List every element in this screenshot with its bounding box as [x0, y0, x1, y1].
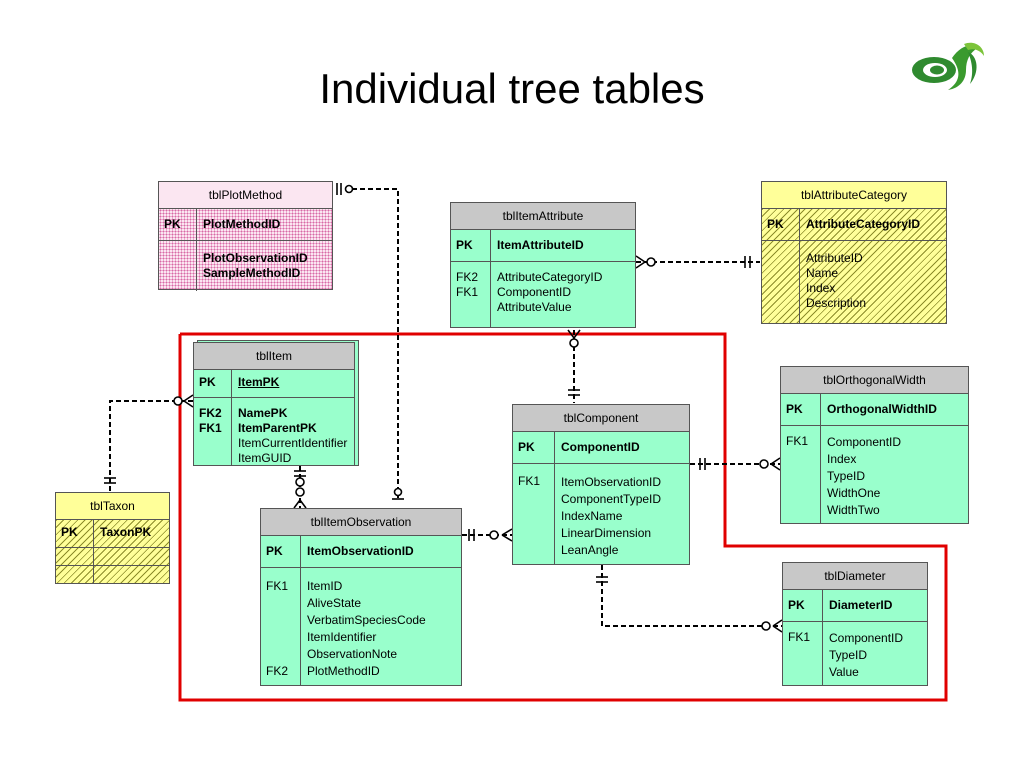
- pk-field: PlotMethodID: [203, 217, 281, 231]
- table-tblorthogonalwidth: tblOrthogonalWidth PK OrthogonalWidthID …: [780, 366, 969, 524]
- field: WidthOne: [827, 486, 881, 500]
- table-tblattributecategory: tblAttributeCategory PK AttributeCategor…: [761, 181, 947, 324]
- field: ComponentTypeID: [561, 492, 662, 506]
- pk-label: PK: [159, 209, 197, 240]
- pk-field: ItemObservationID: [307, 544, 414, 558]
- field: ItemID: [307, 579, 343, 593]
- key: FK1: [518, 474, 541, 488]
- field: ItemObservationID: [561, 475, 662, 489]
- pk-field: AttributeCategoryID: [806, 217, 921, 231]
- field: ComponentID: [829, 631, 904, 645]
- table-name: tblTaxon: [56, 493, 169, 520]
- key: FK1: [456, 285, 479, 299]
- pk-label: PK: [781, 394, 821, 425]
- field: Value: [829, 665, 859, 679]
- field: ItemParentPK: [238, 421, 317, 435]
- field: Index: [806, 281, 836, 295]
- pk-label: PK: [261, 536, 301, 567]
- field: AttributeValue: [497, 300, 572, 314]
- table-tblitemobservation: tblItemObservation PK ItemObservationID …: [260, 508, 462, 686]
- table-name: tblComponent: [513, 405, 689, 432]
- field: WidthTwo: [827, 503, 880, 517]
- table-tbltaxon: tblTaxon PK TaxonPK: [55, 492, 170, 584]
- field: AttributeID: [806, 251, 863, 265]
- field: IndexName: [561, 509, 623, 523]
- table-name: tblItemAttribute: [451, 203, 635, 230]
- slide-title: Individual tree tables: [319, 65, 705, 112]
- field: Name: [806, 266, 839, 280]
- pk-field: TaxonPK: [100, 525, 152, 539]
- leaf-logo-icon: [912, 42, 984, 90]
- pk-label: PK: [451, 230, 491, 261]
- key: FK2: [199, 406, 222, 420]
- pk-field: ItemPK: [238, 375, 280, 389]
- key: FK1: [266, 579, 289, 593]
- field: ObservationNote: [307, 647, 398, 661]
- key: FK1: [788, 630, 811, 644]
- table-tblplotmethod: tblPlotMethod PK PlotMethodID PlotObserv…: [158, 181, 333, 291]
- key: FK1: [786, 434, 809, 448]
- key: FK1: [199, 421, 222, 435]
- pk-field: ItemAttributeID: [497, 238, 584, 252]
- field: VerbatimSpeciesCode: [307, 613, 426, 627]
- rel-component-diameter: [601, 565, 782, 627]
- table-tblcomponent: tblComponent PK ComponentID FK1 ItemObse…: [512, 404, 690, 565]
- field: AliveState: [307, 596, 362, 610]
- pk-field: OrthogonalWidthID: [827, 402, 937, 416]
- key: FK2: [266, 664, 289, 678]
- table-tblitemattribute: tblItemAttribute PK ItemAttributeID FK2 …: [450, 202, 636, 328]
- table-name: tblItemObservation: [261, 509, 461, 536]
- field: TypeID: [829, 648, 868, 662]
- field: Description: [806, 296, 867, 310]
- key: FK2: [456, 270, 479, 284]
- field: TypeID: [827, 469, 866, 483]
- pk-field: DiameterID: [829, 598, 893, 612]
- table-name: tblDiameter: [783, 563, 927, 590]
- field: LinearDimension: [561, 526, 652, 540]
- table-tbldiameter: tblDiameter PK DiameterID FK1 ComponentI…: [782, 562, 928, 686]
- field: SampleMethodID: [203, 266, 301, 280]
- field: ItemCurrentIdentifier: [238, 436, 348, 450]
- pk-label: PK: [762, 209, 800, 240]
- pk-label: PK: [783, 590, 823, 621]
- field: PlotMethodID: [307, 664, 380, 678]
- pk-field: ComponentID: [561, 440, 640, 454]
- field: PlotObservationID: [203, 251, 308, 265]
- highlight-boundary: [178, 332, 948, 702]
- pk-label: PK: [194, 370, 232, 397]
- field: NamePK: [238, 406, 288, 420]
- field: AttributeCategoryID: [497, 270, 603, 284]
- pk-label: PK: [56, 520, 94, 547]
- table-name: tblPlotMethod: [159, 182, 332, 209]
- field: ItemGUID: [238, 451, 292, 465]
- field: ComponentID: [497, 285, 572, 299]
- field: ComponentID: [827, 435, 902, 449]
- field: ItemIdentifier: [307, 630, 377, 644]
- field: LeanAngle: [561, 543, 619, 557]
- field: Index: [827, 452, 857, 466]
- rel-plotmethod-itemobservation: [352, 188, 399, 498]
- table-name: tblAttributeCategory: [762, 182, 946, 209]
- rel-item-taxon: [109, 400, 193, 492]
- pk-label: PK: [513, 432, 555, 463]
- table-name: tblItem: [194, 343, 354, 370]
- table-name: tblOrthogonalWidth: [781, 367, 968, 394]
- table-tblitem: tblItem PK ItemPK FK2 FK1 NamePK ItemPar…: [193, 342, 355, 466]
